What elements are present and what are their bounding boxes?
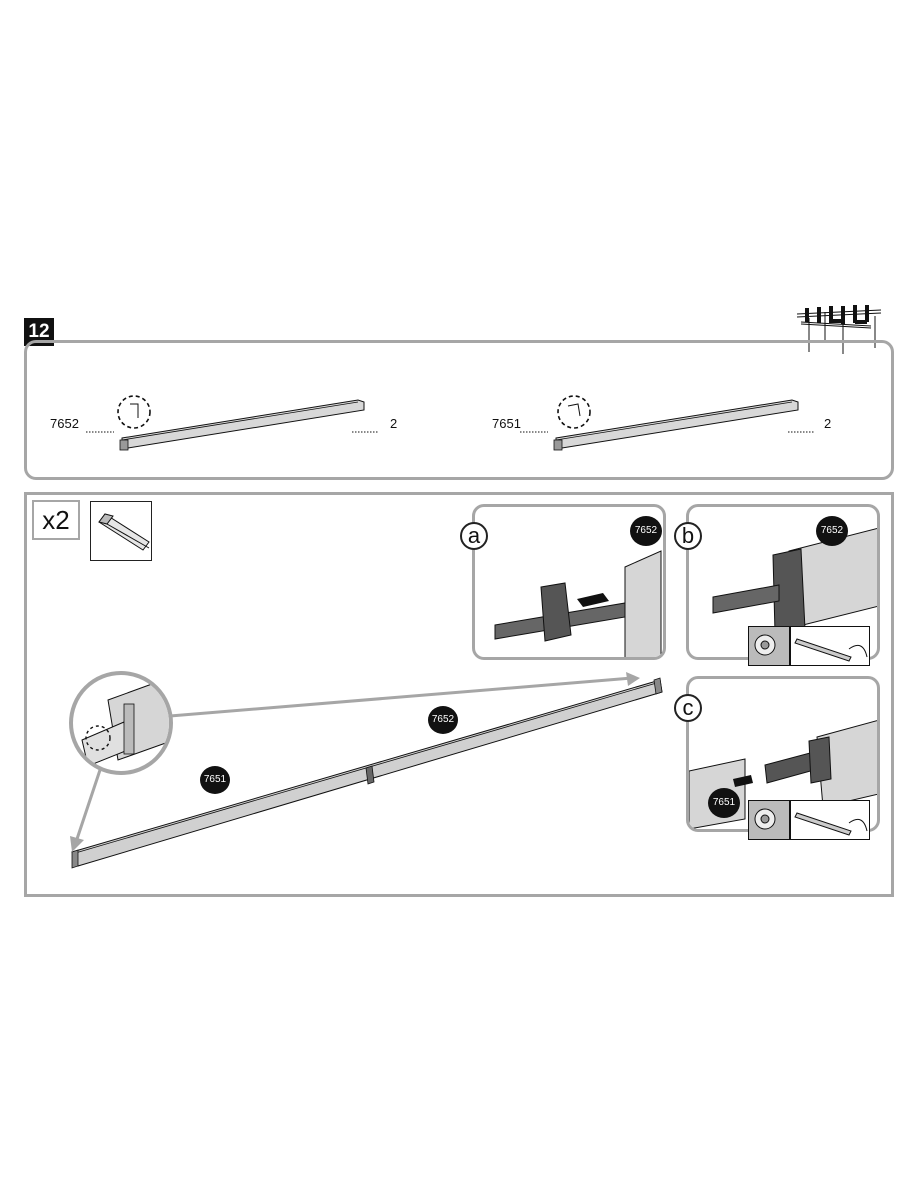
substep-part-tag: 7651 [708,788,740,818]
part-tag-left-beam: 7651 [200,766,230,794]
wrench-icon [791,801,869,839]
nut-icon [749,801,789,839]
substep-part-tag: 7652 [816,516,848,546]
substep-part-tag: 7652 [630,516,662,546]
part-tag-right-beam: 7652 [428,706,458,734]
wrench-icon [791,627,869,665]
bolt-detail-inset [748,626,790,666]
nut-icon [749,627,789,665]
substep-letter-a: a [460,522,488,550]
substep-letter-c: c [674,694,702,722]
wrench-detail-inset [790,800,870,840]
substep-letter-b: b [674,522,702,550]
bolt-detail-inset [748,800,790,840]
wrench-detail-inset [790,626,870,666]
